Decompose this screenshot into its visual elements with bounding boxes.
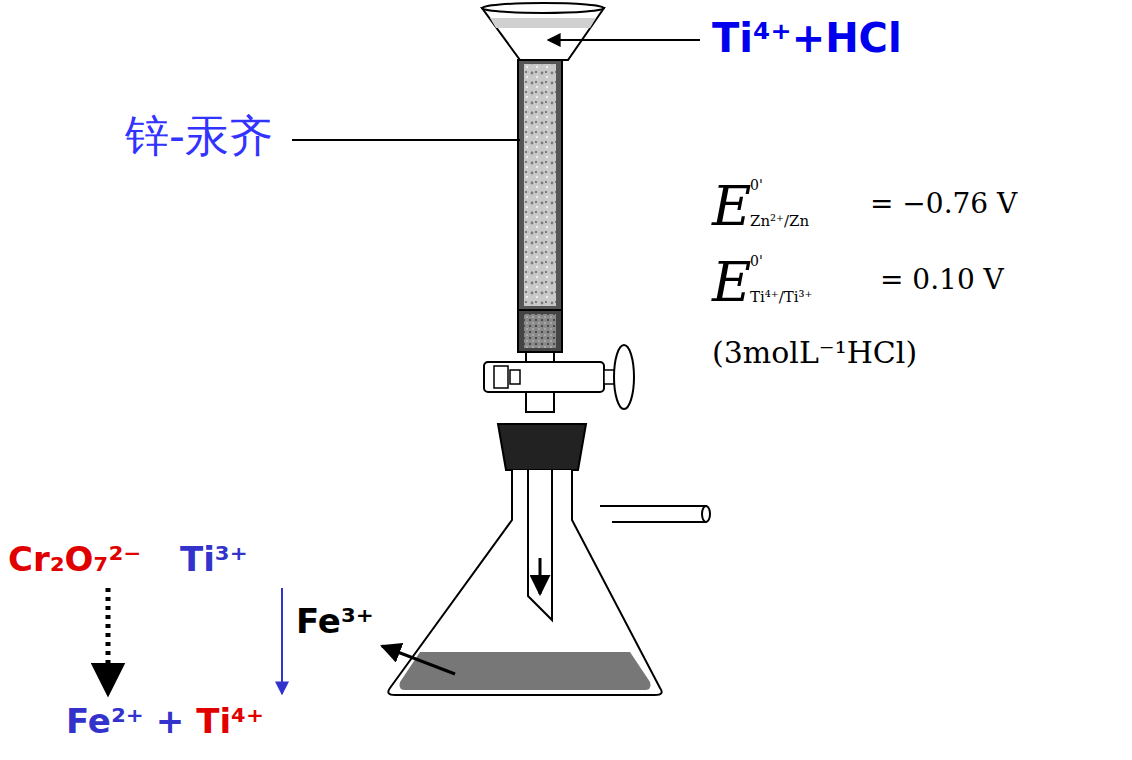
potential-value: = −0.76 V: [870, 190, 1017, 218]
species-label: Ti⁴⁺: [196, 704, 264, 738]
reaction-arrow: [281, 588, 283, 694]
part-name: 锌-汞齐: [125, 114, 273, 158]
species-label: +: [156, 704, 185, 738]
leader-line: [548, 39, 700, 41]
funnel: [482, 3, 604, 60]
couple-subscript: Ti⁴⁺/Ti³⁺: [750, 290, 813, 305]
species-label: Fe²⁺: [66, 704, 144, 738]
species-label: Cr₂O₇²⁻: [8, 542, 141, 576]
stopcock: [484, 345, 634, 412]
potential-superscript: 0': [750, 178, 763, 192]
reaction-arrow: [382, 646, 455, 674]
potential-symbol: E: [712, 180, 751, 234]
potential-symbol: E: [712, 256, 751, 310]
reductor-column: [518, 60, 562, 352]
condition-note: (3molL⁻¹HCl): [712, 338, 917, 368]
reaction-arrow: [106, 588, 111, 694]
solution-label: Ti⁴⁺+HCl: [712, 18, 902, 58]
couple-subscript: Zn²⁺/Zn: [750, 214, 809, 229]
leader-line: [292, 139, 520, 141]
rubber-stopper: [498, 424, 586, 470]
potential-superscript: 0': [750, 254, 763, 268]
potential-value: = 0.10 V: [880, 266, 1004, 294]
suction-flask: [388, 470, 710, 695]
species-label: Ti³⁺: [180, 542, 248, 576]
species-label: Fe³⁺: [296, 604, 374, 638]
